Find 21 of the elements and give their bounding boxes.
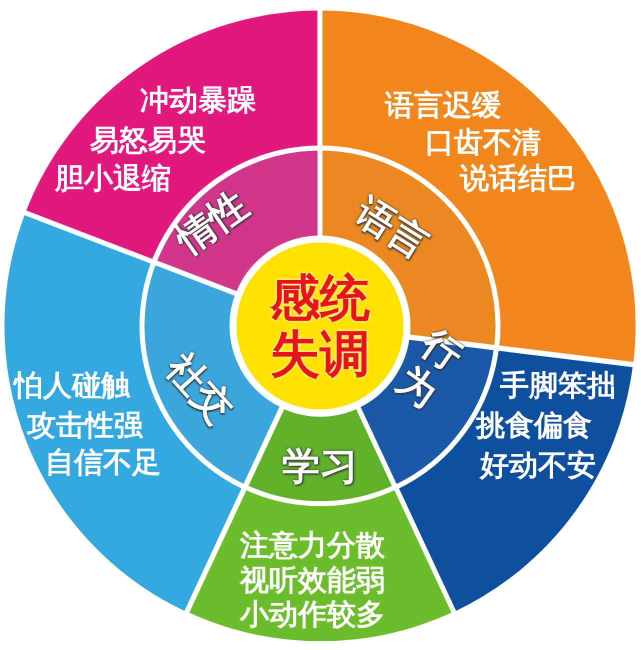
- symptom-text: 易怒易哭: [90, 123, 206, 157]
- symptom-text: 小动作较多: [240, 596, 385, 631]
- center-title: 感统失调: [269, 270, 371, 382]
- symptom-text: 怕人碰触: [14, 368, 130, 402]
- symptom-text: 注意力分散: [240, 528, 385, 562]
- symptom-text: 冲动暴躁: [140, 83, 256, 117]
- segment-label: 行为: [389, 321, 471, 415]
- symptom-text: 语言迟缓: [385, 88, 501, 122]
- symptom-text: 好动不安: [480, 448, 596, 482]
- segment-label: 语言: [348, 189, 436, 267]
- symptom-text: 攻击性强: [27, 408, 143, 442]
- segment-label: 情性: [168, 182, 256, 262]
- segment-label: 学习: [282, 444, 358, 488]
- symptom-text: 视听效能弱: [240, 562, 385, 597]
- symptom-text: 说话结巴: [460, 161, 576, 195]
- segment-label: 社交: [158, 345, 242, 431]
- symptom-text: 挑食偏食: [476, 408, 592, 442]
- symptom-text: 口齿不清: [425, 125, 541, 159]
- symptom-text: 胆小退缩: [54, 161, 171, 195]
- symptom-text: 自信不足: [45, 444, 161, 479]
- symptom-text: 手脚笨拙: [500, 368, 616, 402]
